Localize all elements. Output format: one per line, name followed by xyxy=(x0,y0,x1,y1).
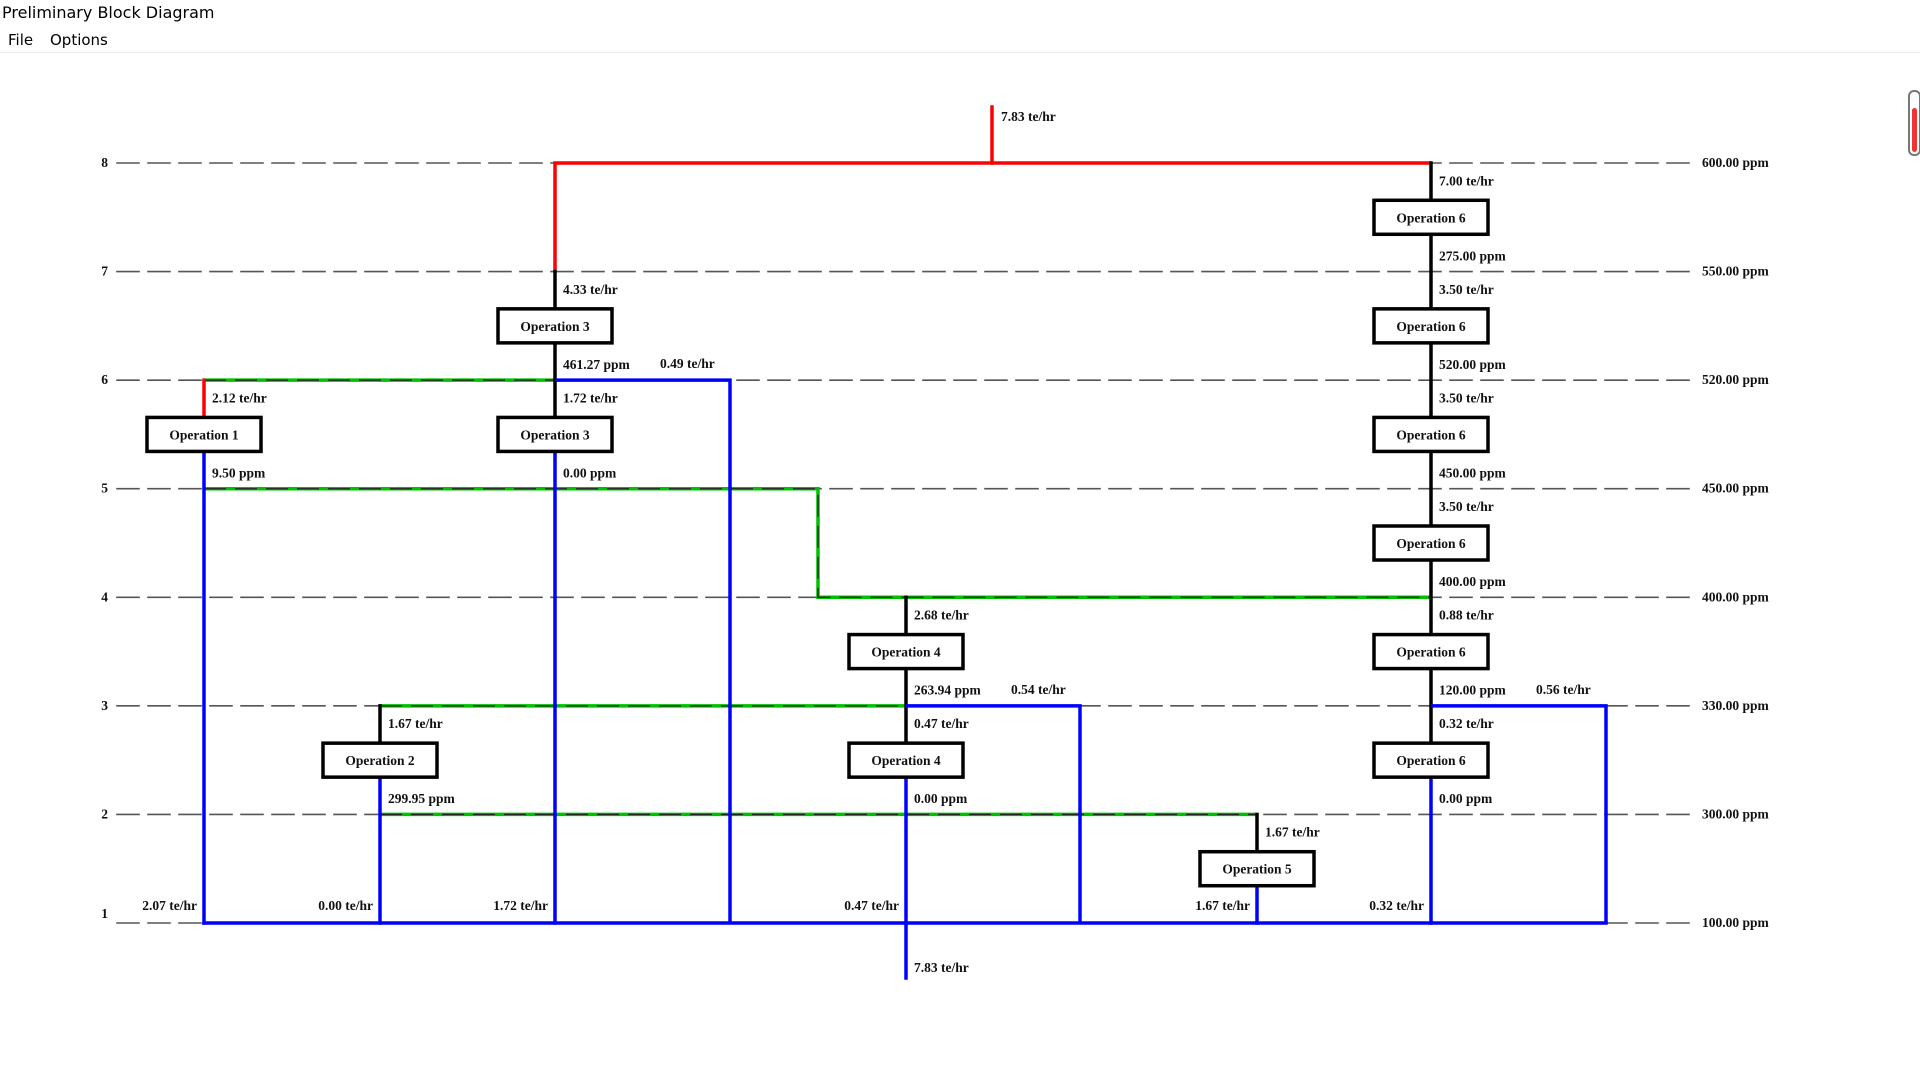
operation-label: Operation 2 xyxy=(345,753,415,768)
wastewater-bypass-op3 xyxy=(555,378,732,923)
operation-label: Operation 6 xyxy=(1396,210,1466,225)
inlet-flow-label: 4.33 te/hr xyxy=(563,282,618,297)
level-index-label: 7 xyxy=(101,264,108,279)
operation-label: Operation 1 xyxy=(169,427,239,442)
bypass-flow-label: 0.54 te/hr xyxy=(1011,682,1066,697)
operation-box xyxy=(1372,524,1490,562)
inlet-flow-label: 3.50 te/hr xyxy=(1439,390,1494,405)
wastewater-bypass-op4 xyxy=(906,704,1082,923)
level-index-label: 3 xyxy=(101,698,108,713)
operation-box xyxy=(145,415,263,454)
outlet-concentration-label: 0.00 ppm xyxy=(563,465,617,480)
freshwater-header xyxy=(553,161,1431,272)
scrollbar[interactable] xyxy=(1908,90,1920,156)
outlet-concentration-label: 263.94 ppm xyxy=(914,683,982,698)
operation-label: Operation 6 xyxy=(1396,536,1466,551)
inlet-flow-label: 0.32 te/hr xyxy=(1439,716,1494,731)
outlet-concentration-label: 299.95 ppm xyxy=(388,791,456,806)
menu-file[interactable]: File xyxy=(8,31,34,49)
level-concentration-label: 450.00 ppm xyxy=(1702,481,1770,496)
bypass-flow-label: 0.56 te/hr xyxy=(1536,682,1591,697)
level-concentration-label: 300.00 ppm xyxy=(1702,806,1770,821)
level-concentration-label: 520.00 ppm xyxy=(1702,372,1770,387)
operation-box xyxy=(496,415,614,454)
outlet-concentration-label: 0.00 ppm xyxy=(914,791,968,806)
level-index-label: 4 xyxy=(101,589,108,604)
outlet-concentration-label: 520.00 ppm xyxy=(1439,357,1507,372)
operation-label: Operation 6 xyxy=(1396,427,1466,442)
outlet-concentration-label: 400.00 ppm xyxy=(1439,574,1507,589)
operation-box xyxy=(1372,741,1490,779)
level-concentration-label: 550.00 ppm xyxy=(1702,264,1770,279)
wastewater-stream-label: 1.72 te/hr xyxy=(493,898,548,913)
level-index-label: 6 xyxy=(101,372,108,387)
wastewater-stream-label: 0.00 te/hr xyxy=(318,898,373,913)
level-index-label: 5 xyxy=(101,481,108,496)
scrollbar-thumb[interactable] xyxy=(1912,108,1917,152)
inlet-flow-label: 0.47 te/hr xyxy=(914,716,969,731)
menu-options[interactable]: Options xyxy=(50,31,108,49)
inlet-flow-label: 7.00 te/hr xyxy=(1439,173,1494,188)
inlet-flow-label: 2.12 te/hr xyxy=(212,390,267,405)
wastewater-stream-label: 0.32 te/hr xyxy=(1369,898,1424,913)
wastewater-bypass-op6 xyxy=(1431,704,1608,923)
outlet-concentration-label: 9.50 ppm xyxy=(212,465,266,480)
level-index-label: 8 xyxy=(101,155,108,170)
operation-box xyxy=(847,741,965,779)
wastewater-stream-label: 1.67 te/hr xyxy=(1195,898,1250,913)
level-index-label: 1 xyxy=(101,906,108,921)
outlet-concentration-label: 120.00 ppm xyxy=(1439,683,1507,698)
wastewater-stream-label: 0.47 te/hr xyxy=(844,898,899,913)
freshwater-total-label: 7.83 te/hr xyxy=(1001,109,1056,124)
level-concentration-label: 330.00 ppm xyxy=(1702,698,1770,713)
operation-box xyxy=(496,307,614,345)
operation-box xyxy=(1372,307,1490,345)
inlet-flow-label: 0.88 te/hr xyxy=(1439,608,1494,623)
outlet-concentration-label: 450.00 ppm xyxy=(1439,465,1507,480)
operation-box xyxy=(1372,415,1490,454)
inlet-flow-label: 1.72 te/hr xyxy=(563,390,618,405)
inlet-flow-label: 1.67 te/hr xyxy=(1265,825,1320,840)
operation-box xyxy=(1372,198,1490,237)
window-title: Preliminary Block Diagram xyxy=(2,3,215,22)
operation-box xyxy=(847,632,965,671)
wastewater-stream-label: 2.07 te/hr xyxy=(142,898,197,913)
level-concentration-label: 600.00 ppm xyxy=(1702,155,1770,170)
reuse-stream-dash xyxy=(204,488,1431,598)
inlet-flow-label: 3.50 te/hr xyxy=(1439,282,1494,297)
operation-label: Operation 4 xyxy=(871,753,941,768)
bypass-flow-label: 0.49 te/hr xyxy=(660,356,715,371)
inlet-flow-label: 2.68 te/hr xyxy=(914,608,969,623)
operation-box xyxy=(321,741,439,779)
level-concentration-label: 100.00 ppm xyxy=(1702,915,1770,930)
wastewater-total-label: 7.83 te/hr xyxy=(914,960,969,975)
outlet-concentration-label: 0.00 ppm xyxy=(1439,791,1493,806)
operation-label: Operation 6 xyxy=(1396,753,1466,768)
operation-label: Operation 6 xyxy=(1396,645,1466,660)
menu-bar: File Options xyxy=(0,30,1920,53)
inlet-flow-label: 1.67 te/hr xyxy=(388,716,443,731)
level-concentration-label: 400.00 ppm xyxy=(1702,589,1770,604)
operation-box xyxy=(1198,849,1316,888)
operation-label: Operation 3 xyxy=(520,319,590,334)
operation-label: Operation 6 xyxy=(1396,319,1466,334)
outlet-concentration-label: 461.27 ppm xyxy=(563,357,631,372)
outlet-concentration-label: 275.00 ppm xyxy=(1439,248,1507,263)
operation-box xyxy=(1372,632,1490,671)
inlet-flow-label: 3.50 te/hr xyxy=(1439,499,1494,514)
operation-label: Operation 3 xyxy=(520,427,590,442)
operation-label: Operation 5 xyxy=(1222,862,1292,877)
operation-label: Operation 4 xyxy=(871,645,941,660)
level-index-label: 2 xyxy=(101,806,108,821)
